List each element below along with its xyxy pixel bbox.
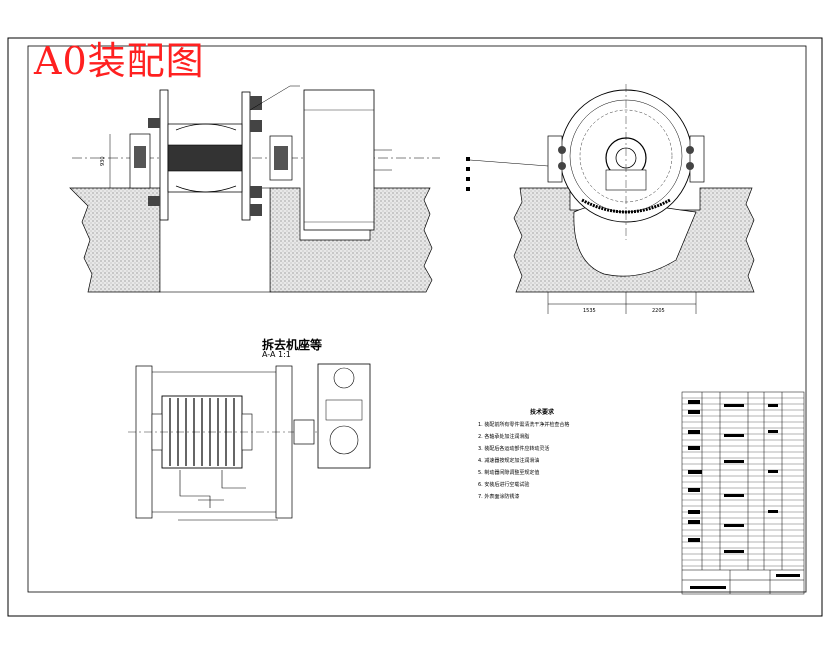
brake-linkage <box>179 470 246 508</box>
brake-blocks <box>148 96 262 216</box>
plan-view <box>128 363 371 521</box>
title-block <box>681 391 805 595</box>
dim-side-height: 930 <box>100 156 106 166</box>
technical-note: 6. 安装后进行空载试验 <box>478 482 530 488</box>
title-block-rows <box>682 397 804 567</box>
section-view-title: 拆去机座等 <box>262 338 323 352</box>
reducer-housing <box>303 89 375 231</box>
drawing-stamp-title: A0装配图 <box>34 39 205 83</box>
plan-coupling <box>293 419 315 445</box>
dim-right-span: 2205 <box>652 308 665 314</box>
frame-left <box>135 365 153 519</box>
ground-right <box>269 187 433 293</box>
drum-shaft-section <box>167 144 243 172</box>
technical-note: 5. 制动器间隙调整至规定值 <box>478 470 540 476</box>
drum-flange-left <box>159 89 169 221</box>
technical-note: 7. 外表面涂防锈漆 <box>478 494 520 500</box>
technical-note: 4. 减速器按规定加注润滑油 <box>478 458 540 464</box>
title-block-fills <box>688 400 800 589</box>
frame-right <box>275 365 293 519</box>
part-callouts <box>466 157 549 191</box>
technical-note: 2. 各轴承处加注润滑脂 <box>478 434 530 440</box>
foundation-pit <box>159 187 271 293</box>
technical-requirements-title: 技术要求 <box>530 409 555 416</box>
drum-flange-right <box>241 91 251 221</box>
section-view-scale: A-A 1:1 <box>262 350 291 359</box>
side-brake-shoes <box>547 135 705 183</box>
side-view: 1535 2205 <box>466 84 755 314</box>
inner-border <box>27 45 807 593</box>
ground-left <box>69 187 161 293</box>
outer-border <box>7 37 823 617</box>
dim-left-span: 1535 <box>583 308 596 314</box>
technical-note: 3. 装配后各运动部件应转动灵活 <box>478 446 550 452</box>
technical-note: 1. 装配前所有零件需清洗干净并检查合格 <box>478 422 570 428</box>
front-view: 930 <box>69 85 440 293</box>
